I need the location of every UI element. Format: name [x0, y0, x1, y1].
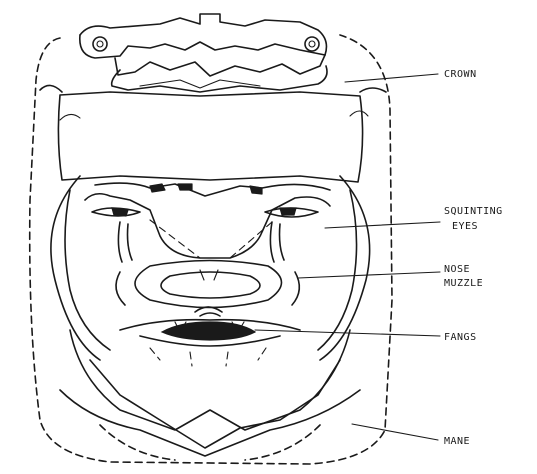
chin — [60, 330, 360, 460]
label-crown: CROWN — [444, 69, 477, 80]
crown — [80, 14, 327, 92]
crown-leader — [345, 74, 438, 82]
nose-muzzle — [116, 261, 299, 308]
fangs — [120, 307, 300, 366]
label-mane: MANE — [444, 436, 470, 447]
mane-leader — [352, 424, 438, 440]
squinting-eyes — [92, 208, 318, 262]
label-squinting: SQUINTING — [444, 206, 503, 217]
label-fangs: FANGS — [444, 332, 477, 343]
fangs-leader — [255, 330, 440, 336]
forehead — [40, 85, 386, 182]
nose-leader — [298, 272, 440, 278]
label-muzzle: MUZZLE — [444, 278, 483, 289]
label-eyes: EYES — [452, 221, 478, 232]
brow — [85, 183, 330, 258]
mane-outline — [30, 35, 392, 464]
eyes-leader — [325, 222, 440, 228]
label-nose: NOSE — [444, 264, 470, 275]
